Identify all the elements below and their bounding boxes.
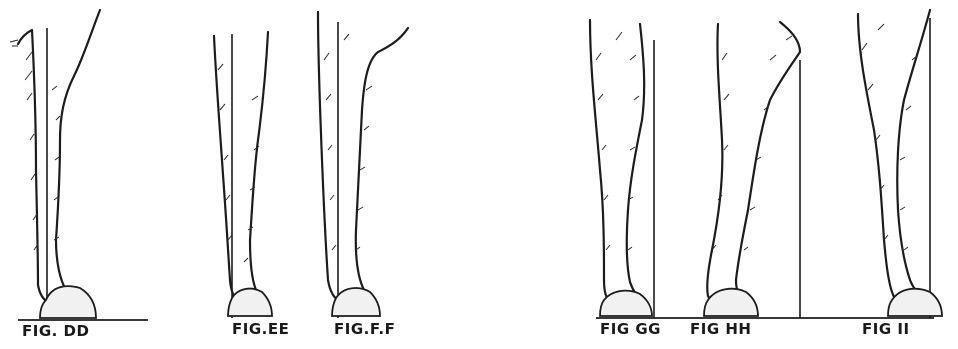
figure-label-gg: FIG GG (600, 320, 661, 338)
figure-ff-drawing (318, 12, 408, 318)
leg-back-outline (627, 24, 646, 306)
leg-front-outline (858, 14, 898, 302)
leg-front-outline (318, 12, 340, 302)
leg-back-outline (250, 32, 268, 310)
leg-back-outline (356, 28, 408, 310)
hoof (40, 286, 96, 318)
hoof (888, 289, 942, 316)
hoof (332, 288, 380, 316)
leg-front-outline (707, 24, 722, 304)
figure-label-ii: FIG II (862, 320, 910, 338)
leg-back-outline (736, 22, 800, 306)
leg-front-outline (590, 20, 610, 302)
figure-dd-drawing (10, 10, 148, 320)
figure-ee-drawing (214, 32, 272, 318)
hoof (600, 291, 652, 316)
shading (324, 34, 372, 250)
figure-label-dd: FIG. DD (22, 322, 89, 340)
hoof (228, 289, 272, 316)
figure-gg-drawing (590, 20, 934, 318)
leg-back-outline (897, 10, 930, 300)
figure-label-ff: FIG.F.F (334, 320, 395, 338)
figure-hh-drawing (704, 22, 800, 318)
leg-front-outline (18, 30, 48, 302)
figure-label-ee: FIG.EE (232, 320, 289, 338)
shading (218, 64, 259, 262)
shading (712, 36, 792, 250)
leg-front-outline (214, 36, 238, 302)
shading (862, 24, 918, 250)
figure-ii-drawing (858, 10, 942, 318)
leg-back-outline (56, 10, 100, 306)
hoof (704, 289, 758, 316)
figure-label-hh: FIG HH (690, 320, 751, 338)
